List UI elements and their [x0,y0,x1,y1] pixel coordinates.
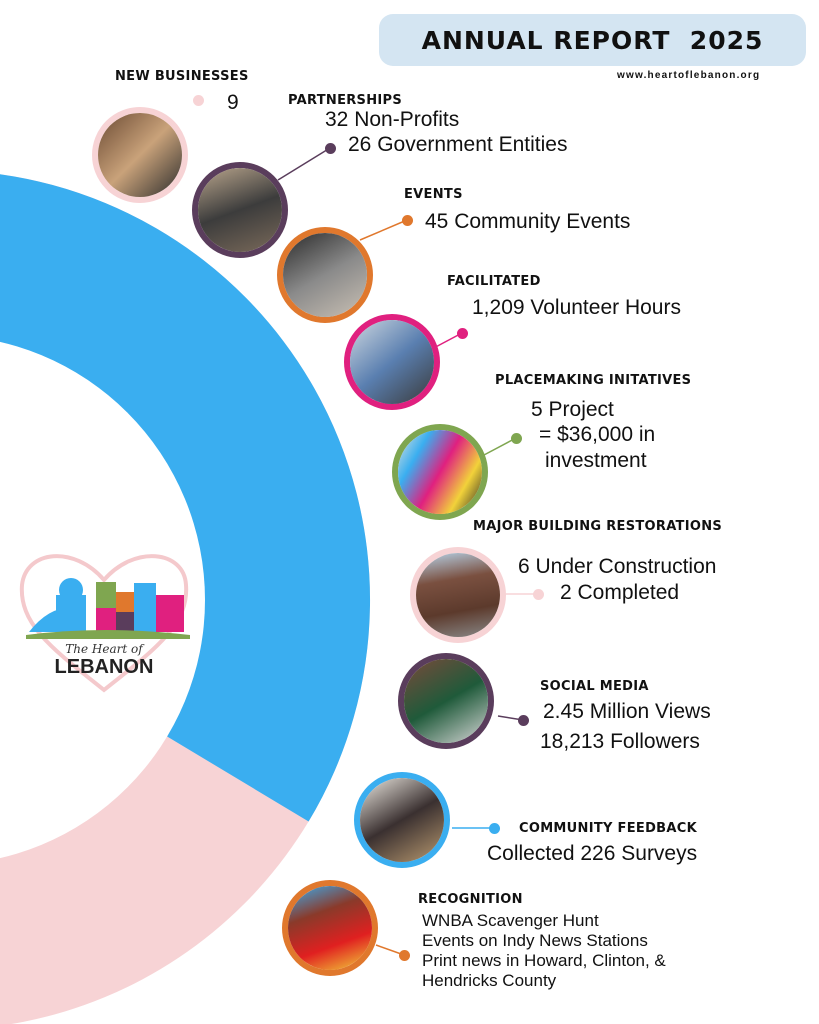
bullet-dot [193,95,204,106]
stat-value: 45 Community Events [425,210,631,233]
stat-value: WNBA Scavenger Hunt [422,911,599,930]
building-restoration-photo [410,547,506,643]
community-feedback-photo [354,772,450,868]
page-title: ANNUAL REPORT 2025 [379,14,806,66]
new-businesses-photo [92,107,188,203]
stat-value: 6 Under Construction [518,555,717,578]
stat-label: SOCIAL MEDIA [540,679,649,694]
stat-value: 1,209 Volunteer Hours [472,296,681,319]
stat-value: 9 [227,91,239,114]
stat-value: Print news in Howard, Clinton, & [422,951,666,970]
stat-label: PLACEMAKING INITATIVES [495,373,692,388]
stat-value: = $36,000 in [539,423,656,446]
bullet-dot [489,823,500,834]
bullet-dot [402,215,413,226]
stat-value: Hendricks County [422,971,557,990]
bullet-dot [325,143,336,154]
bullet-dot [511,433,522,444]
stat-value: 2.45 Million Views [543,700,711,723]
volunteer-photo [344,314,440,410]
bullet-dot [457,328,468,339]
stat-value: 26 Government Entities [348,133,568,156]
logo-text-bottom: LEBANON [55,656,154,678]
website-url[interactable]: www.heartoflebanon.org [617,70,761,81]
stat-label: EVENTS [404,187,463,202]
recognition-photo [282,880,378,976]
stat-value: Collected 226 Surveys [487,842,698,865]
stat-label: COMMUNITY FEEDBACK [519,821,697,836]
stat-label: PARTNERSHIPS [288,93,403,108]
events-photo [277,227,373,323]
partnerships-photo [192,162,288,258]
stat-label: FACILITATED [447,274,541,289]
stat-label: MAJOR BUILDING RESTORATIONS [473,519,723,534]
logo-text-top: The Heart of [65,642,145,656]
heart-of-lebanon-logo: The Heart of LEBANON [14,540,194,700]
placemaking-photo [392,424,488,520]
stat-value: investment [545,449,647,472]
social-media-photo [398,653,494,749]
stat-label: RECOGNITION [418,892,523,907]
stat-value: 5 Project [531,398,614,421]
bullet-dot [533,589,544,600]
stat-value: 32 Non-Profits [325,108,460,131]
stat-value: Events on Indy News Stations [422,931,648,950]
stat-value: 2 Completed [560,581,680,604]
bullet-dot [399,950,410,961]
stat-label: NEW BUSINESSES [115,69,249,84]
bullet-dot [518,715,529,726]
stat-value: 18,213 Followers [540,730,700,753]
